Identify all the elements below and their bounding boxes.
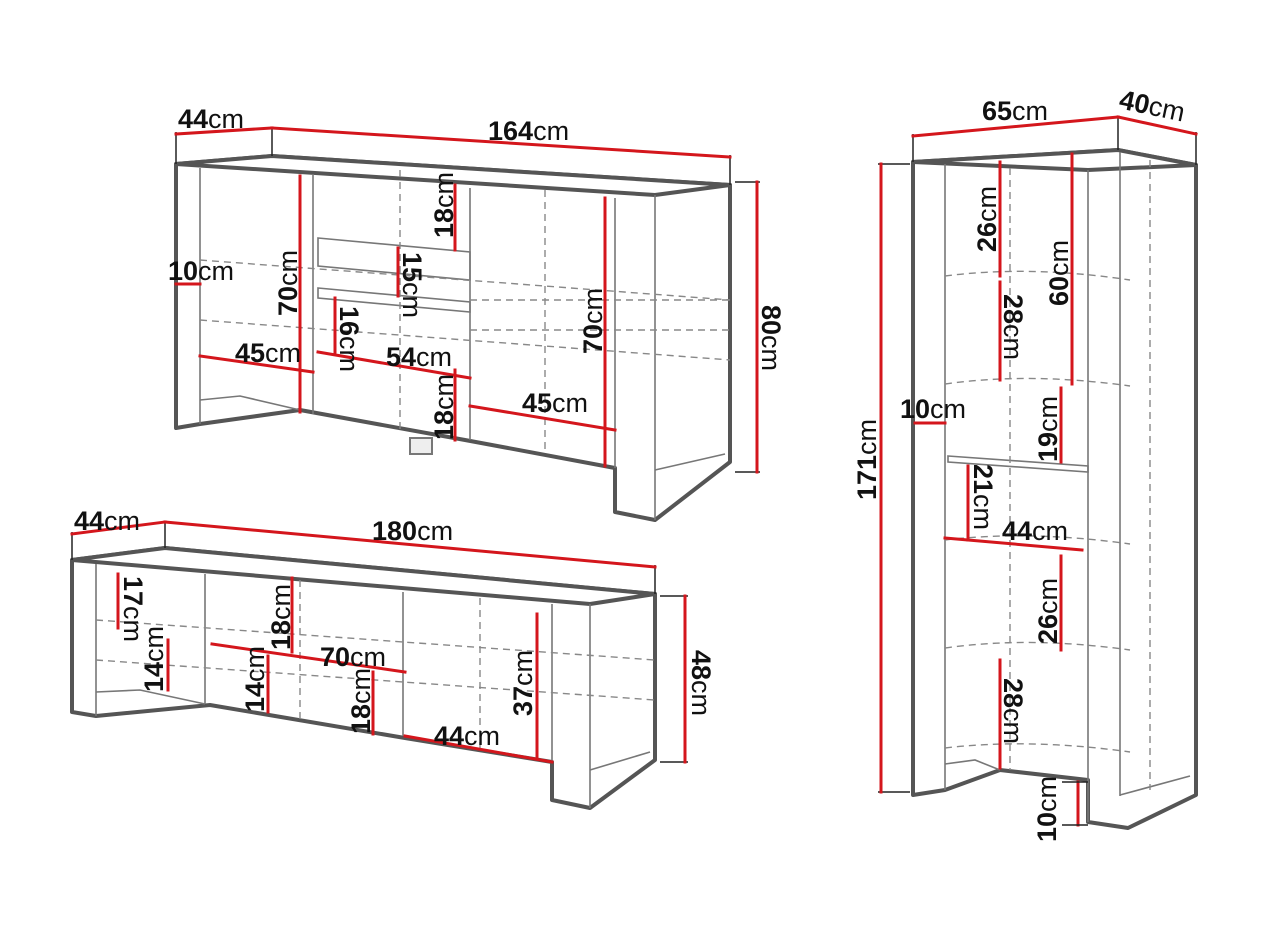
sideboard-labels: 44cm 164cm 80cm 70cm 70cm 18cm 15cm 16cm… — [168, 104, 786, 440]
cabinet-height-value: 171 — [852, 455, 882, 500]
svg-text:70cm: 70cm — [578, 288, 608, 354]
sideboard-dimensions — [174, 126, 760, 474]
svg-text:18cm: 18cm — [266, 584, 296, 650]
svg-text:60cm: 60cm — [1044, 240, 1074, 306]
sideboard-shelf-left-value: 45 — [235, 338, 265, 368]
svg-text:28cm: 28cm — [998, 294, 1028, 360]
sideboard-drawing — [174, 154, 732, 522]
svg-text:44cm: 44cm — [1002, 516, 1068, 546]
sideboard-shelf-right-value: 45 — [522, 388, 552, 418]
cabinet-shelf-width-value: 44 — [1002, 516, 1032, 546]
svg-text:28cm: 28cm — [998, 678, 1028, 744]
svg-text:80cm: 80cm — [756, 305, 786, 371]
svg-text:16cm: 16cm — [334, 306, 364, 372]
svg-text:17cm: 17cm — [118, 576, 148, 642]
svg-text:14cm: 14cm — [240, 646, 270, 712]
cabinet-leg-value: 10 — [1032, 812, 1062, 842]
sideboard-left-door-value: 70 — [273, 286, 303, 316]
svg-text:15cm: 15cm — [397, 252, 427, 318]
tv-stand-height-value: 48 — [686, 650, 716, 680]
svg-text:10cm: 10cm — [168, 256, 234, 286]
sideboard-drawer-width-value: 54 — [386, 342, 416, 372]
svg-text:164cm: 164cm — [488, 116, 569, 146]
cabinet-upper-section-value: 60 — [1044, 276, 1074, 306]
svg-text:70cm: 70cm — [273, 250, 303, 316]
svg-text:171cm: 171cm — [852, 419, 882, 500]
sideboard-right-door-value: 70 — [578, 324, 608, 354]
cabinet-side-offset-value: 10 — [900, 394, 930, 424]
svg-text:70cm: 70cm — [320, 642, 386, 672]
sideboard-leg-value: 10 — [168, 256, 198, 286]
sideboard-width-value: 164 — [488, 116, 533, 146]
svg-text:44cm: 44cm — [74, 506, 140, 536]
tv-stand-dimensions — [70, 520, 688, 764]
sideboard-height-value: 80 — [756, 305, 786, 335]
cabinet-shelf-5-value: 26 — [1033, 614, 1063, 644]
sideboard-drawer-gap-value: 16 — [334, 306, 364, 336]
svg-text:48cm: 48cm — [686, 650, 716, 716]
cabinet-shelf-4-value: 21 — [968, 464, 998, 494]
cabinet-shelf-3-value: 19 — [1033, 432, 1063, 462]
tv-stand-depth-value: 44 — [74, 506, 104, 536]
svg-text:10cm: 10cm — [1032, 776, 1062, 842]
svg-text:54cm: 54cm — [386, 342, 452, 372]
svg-text:18cm: 18cm — [429, 374, 459, 440]
svg-text:18cm: 18cm — [429, 172, 459, 238]
tv-stand-drawer-top-value: 18 — [266, 620, 296, 650]
sideboard-drawer-top-value: 18 — [429, 208, 459, 238]
svg-text:44cm: 44cm — [178, 104, 244, 134]
cabinet-shelf-2-value: 28 — [998, 294, 1028, 324]
svg-text:45cm: 45cm — [522, 388, 588, 418]
tv-stand-labels: 44cm 180cm 48cm 17cm 14cm 18cm 14cm 70cm… — [74, 506, 716, 751]
tv-stand-compartment-height-value: 37 — [508, 686, 538, 716]
cabinet-width-value: 65 — [982, 96, 1012, 126]
tv-stand-width-value: 180 — [372, 516, 417, 546]
svg-text:45cm: 45cm — [235, 338, 301, 368]
cabinet-shelf-6-value: 28 — [998, 678, 1028, 708]
cabinet-labels: 65cm 40cm 171cm 26cm 60cm 28cm 10cm 19cm… — [852, 85, 1188, 842]
cabinet-shelf-1-value: 26 — [972, 222, 1002, 252]
svg-text:44cm: 44cm — [434, 721, 500, 751]
sideboard-drawer-mid-value: 15 — [397, 252, 427, 282]
svg-text:18cm: 18cm — [346, 668, 376, 734]
svg-text:65cm: 65cm — [982, 96, 1048, 126]
svg-text:14cm: 14cm — [139, 626, 169, 692]
svg-text:10cm: 10cm — [900, 394, 966, 424]
tv-stand-compartment-width-value: 44 — [434, 721, 464, 751]
svg-text:26cm: 26cm — [1033, 578, 1063, 644]
svg-text:40cm: 40cm — [1117, 85, 1188, 128]
svg-text:26cm: 26cm — [972, 186, 1002, 252]
svg-text:37cm: 37cm — [508, 650, 538, 716]
tv-stand-drawing — [70, 546, 657, 810]
tv-stand-drawer-left-value: 14 — [240, 682, 270, 712]
tv-stand-left-top-value: 17 — [118, 576, 148, 606]
tv-stand-left-bottom-value: 14 — [139, 662, 169, 692]
svg-text:19cm: 19cm — [1033, 396, 1063, 462]
sideboard-depth-value: 44 — [178, 104, 208, 134]
svg-text:21cm: 21cm — [968, 464, 998, 530]
cabinet-drawing — [911, 148, 1198, 830]
tv-stand-drawer-mid-value: 18 — [346, 704, 376, 734]
sideboard-drawer-bottom-value: 18 — [429, 410, 459, 440]
cabinet-dimensions — [878, 115, 1198, 827]
svg-text:180cm: 180cm — [372, 516, 453, 546]
tv-stand-drawer-width-value: 70 — [320, 642, 350, 672]
cabinet-depth-value: 40 — [1117, 85, 1153, 121]
